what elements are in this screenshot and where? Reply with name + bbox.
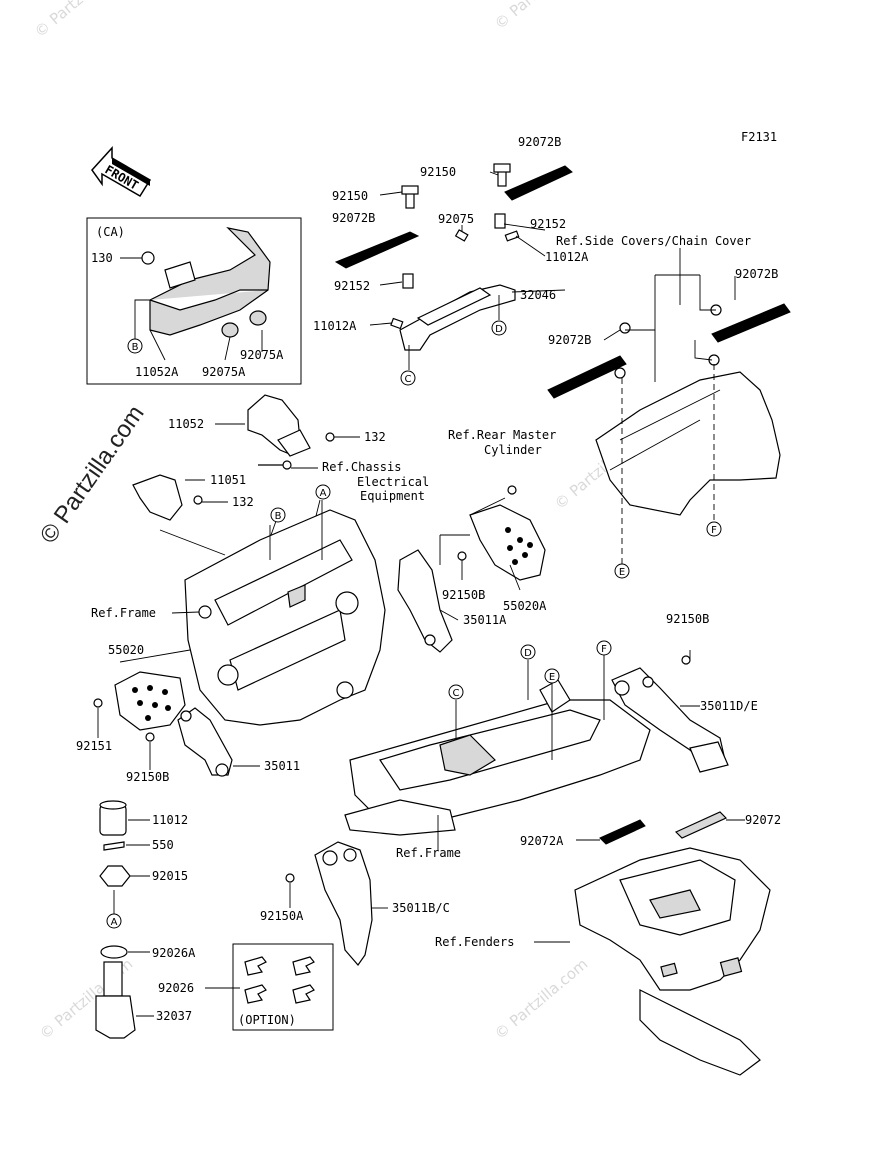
subframe-group: C D E F	[344, 640, 651, 850]
label-92072b-mid: 92072B	[548, 333, 591, 347]
watermark: © Partzilla.com	[31, 0, 131, 41]
label-92072b-top: 92072B	[518, 135, 561, 149]
watermark-main: © Partzilla.com	[35, 400, 150, 548]
option-box: (OPTION)	[205, 943, 334, 1031]
label-92075a-a: 92075A	[240, 348, 284, 362]
label-92150-top: 92150	[420, 165, 456, 179]
label-92072: 92072	[745, 813, 781, 827]
label-92150-left: 92150	[332, 189, 368, 203]
label-ref-chassis-2: Electrical	[357, 475, 429, 489]
label-92150b-b: 92150B	[126, 770, 169, 784]
label-55020a: 55020A	[503, 599, 547, 613]
watermark: © Partzilla.com	[491, 955, 591, 1043]
label-11052: 11052	[168, 417, 204, 431]
bracket-32046-group: C D	[334, 163, 573, 386]
label-35011a: 35011A	[463, 613, 507, 627]
figure-code: F2131	[741, 130, 777, 144]
label-92150a: 92150A	[260, 909, 304, 923]
label-ref-chassis-3: Equipment	[360, 489, 425, 503]
label-92026: 92026	[158, 981, 194, 995]
frame-group: B A	[159, 484, 386, 726]
callout-b: B	[132, 342, 139, 353]
label-ref-fenders: Ref.Fenders	[435, 935, 514, 949]
callout-a-frame: A	[320, 488, 327, 499]
label-92152-right: 92152	[530, 217, 566, 231]
label-11051: 11051	[210, 473, 246, 487]
option-box-title: (OPTION)	[238, 1013, 296, 1027]
label-35011de: 35011D/E	[700, 699, 758, 713]
label-92075: 92075	[438, 212, 474, 226]
fender-group	[534, 811, 771, 1076]
side-cover-group: E F	[547, 248, 791, 579]
label-130: 130	[91, 251, 113, 265]
label-ref-chassis-1: Ref.Chassis	[322, 460, 401, 474]
callout-e-right: E	[619, 567, 625, 578]
label-550: 550	[152, 838, 174, 852]
label-32037: 32037	[156, 1009, 192, 1023]
watermark: © Partzilla.com	[491, 0, 591, 33]
label-32046: 32046	[520, 288, 556, 302]
label-11012a-left: 11012A	[313, 319, 357, 333]
callout-e-sub: E	[549, 672, 555, 683]
label-92152-left: 92152	[334, 279, 370, 293]
callout-c-top: C	[405, 374, 412, 385]
label-92075a-b: 92075A	[202, 365, 246, 379]
label-92150b-a: 92150B	[442, 588, 485, 602]
label-35011: 35011	[264, 759, 300, 773]
label-92072a: 92072A	[520, 834, 564, 848]
callout-f-right: F	[711, 525, 717, 536]
label-55020: 55020	[108, 643, 144, 657]
label-132-a: 132	[364, 430, 386, 444]
callout-d-sub: D	[524, 648, 532, 659]
ca-box-title: (CA)	[96, 225, 125, 239]
footrest-right-group	[397, 485, 546, 653]
label-35011bc: 35011B/C	[392, 901, 450, 915]
callout-d-top: D	[495, 324, 503, 335]
bracket-35011bc-group	[285, 841, 388, 966]
callout-b-frame: B	[275, 511, 282, 522]
front-arrow-icon: FRONT	[91, 146, 152, 198]
callout-a-stack: A	[111, 917, 118, 928]
label-92072b-right: 92072B	[735, 267, 778, 281]
ca-box: (CA) B	[86, 217, 302, 385]
label-92015: 92015	[152, 869, 188, 883]
callout-f-sub: F	[601, 644, 607, 655]
label-92151: 92151	[76, 739, 112, 753]
parts-stack-left: A	[95, 800, 154, 1039]
label-11052a: 11052A	[135, 365, 179, 379]
label-ref-frame-b: Ref.Frame	[396, 846, 461, 860]
bracket-11052-group	[132, 394, 360, 521]
label-ref-rear-master-2: Cylinder	[484, 443, 542, 457]
label-132-b: 132	[232, 495, 254, 509]
label-11012a-right: 11012A	[545, 250, 589, 264]
label-92072b-left: 92072B	[332, 211, 375, 225]
label-92026a: 92026A	[152, 946, 196, 960]
bracket-35011de-group	[611, 650, 729, 773]
label-ref-rear-master-1: Ref.Rear Master	[448, 428, 556, 442]
label-11012: 11012	[152, 813, 188, 827]
label-92150b-c: 92150B	[666, 612, 709, 626]
footrest-left-group	[93, 649, 260, 777]
callout-c-sub: C	[453, 688, 460, 699]
label-ref-frame-a: Ref.Frame	[91, 606, 156, 620]
label-ref-side-covers: Ref.Side Covers/Chain Cover	[556, 234, 751, 248]
